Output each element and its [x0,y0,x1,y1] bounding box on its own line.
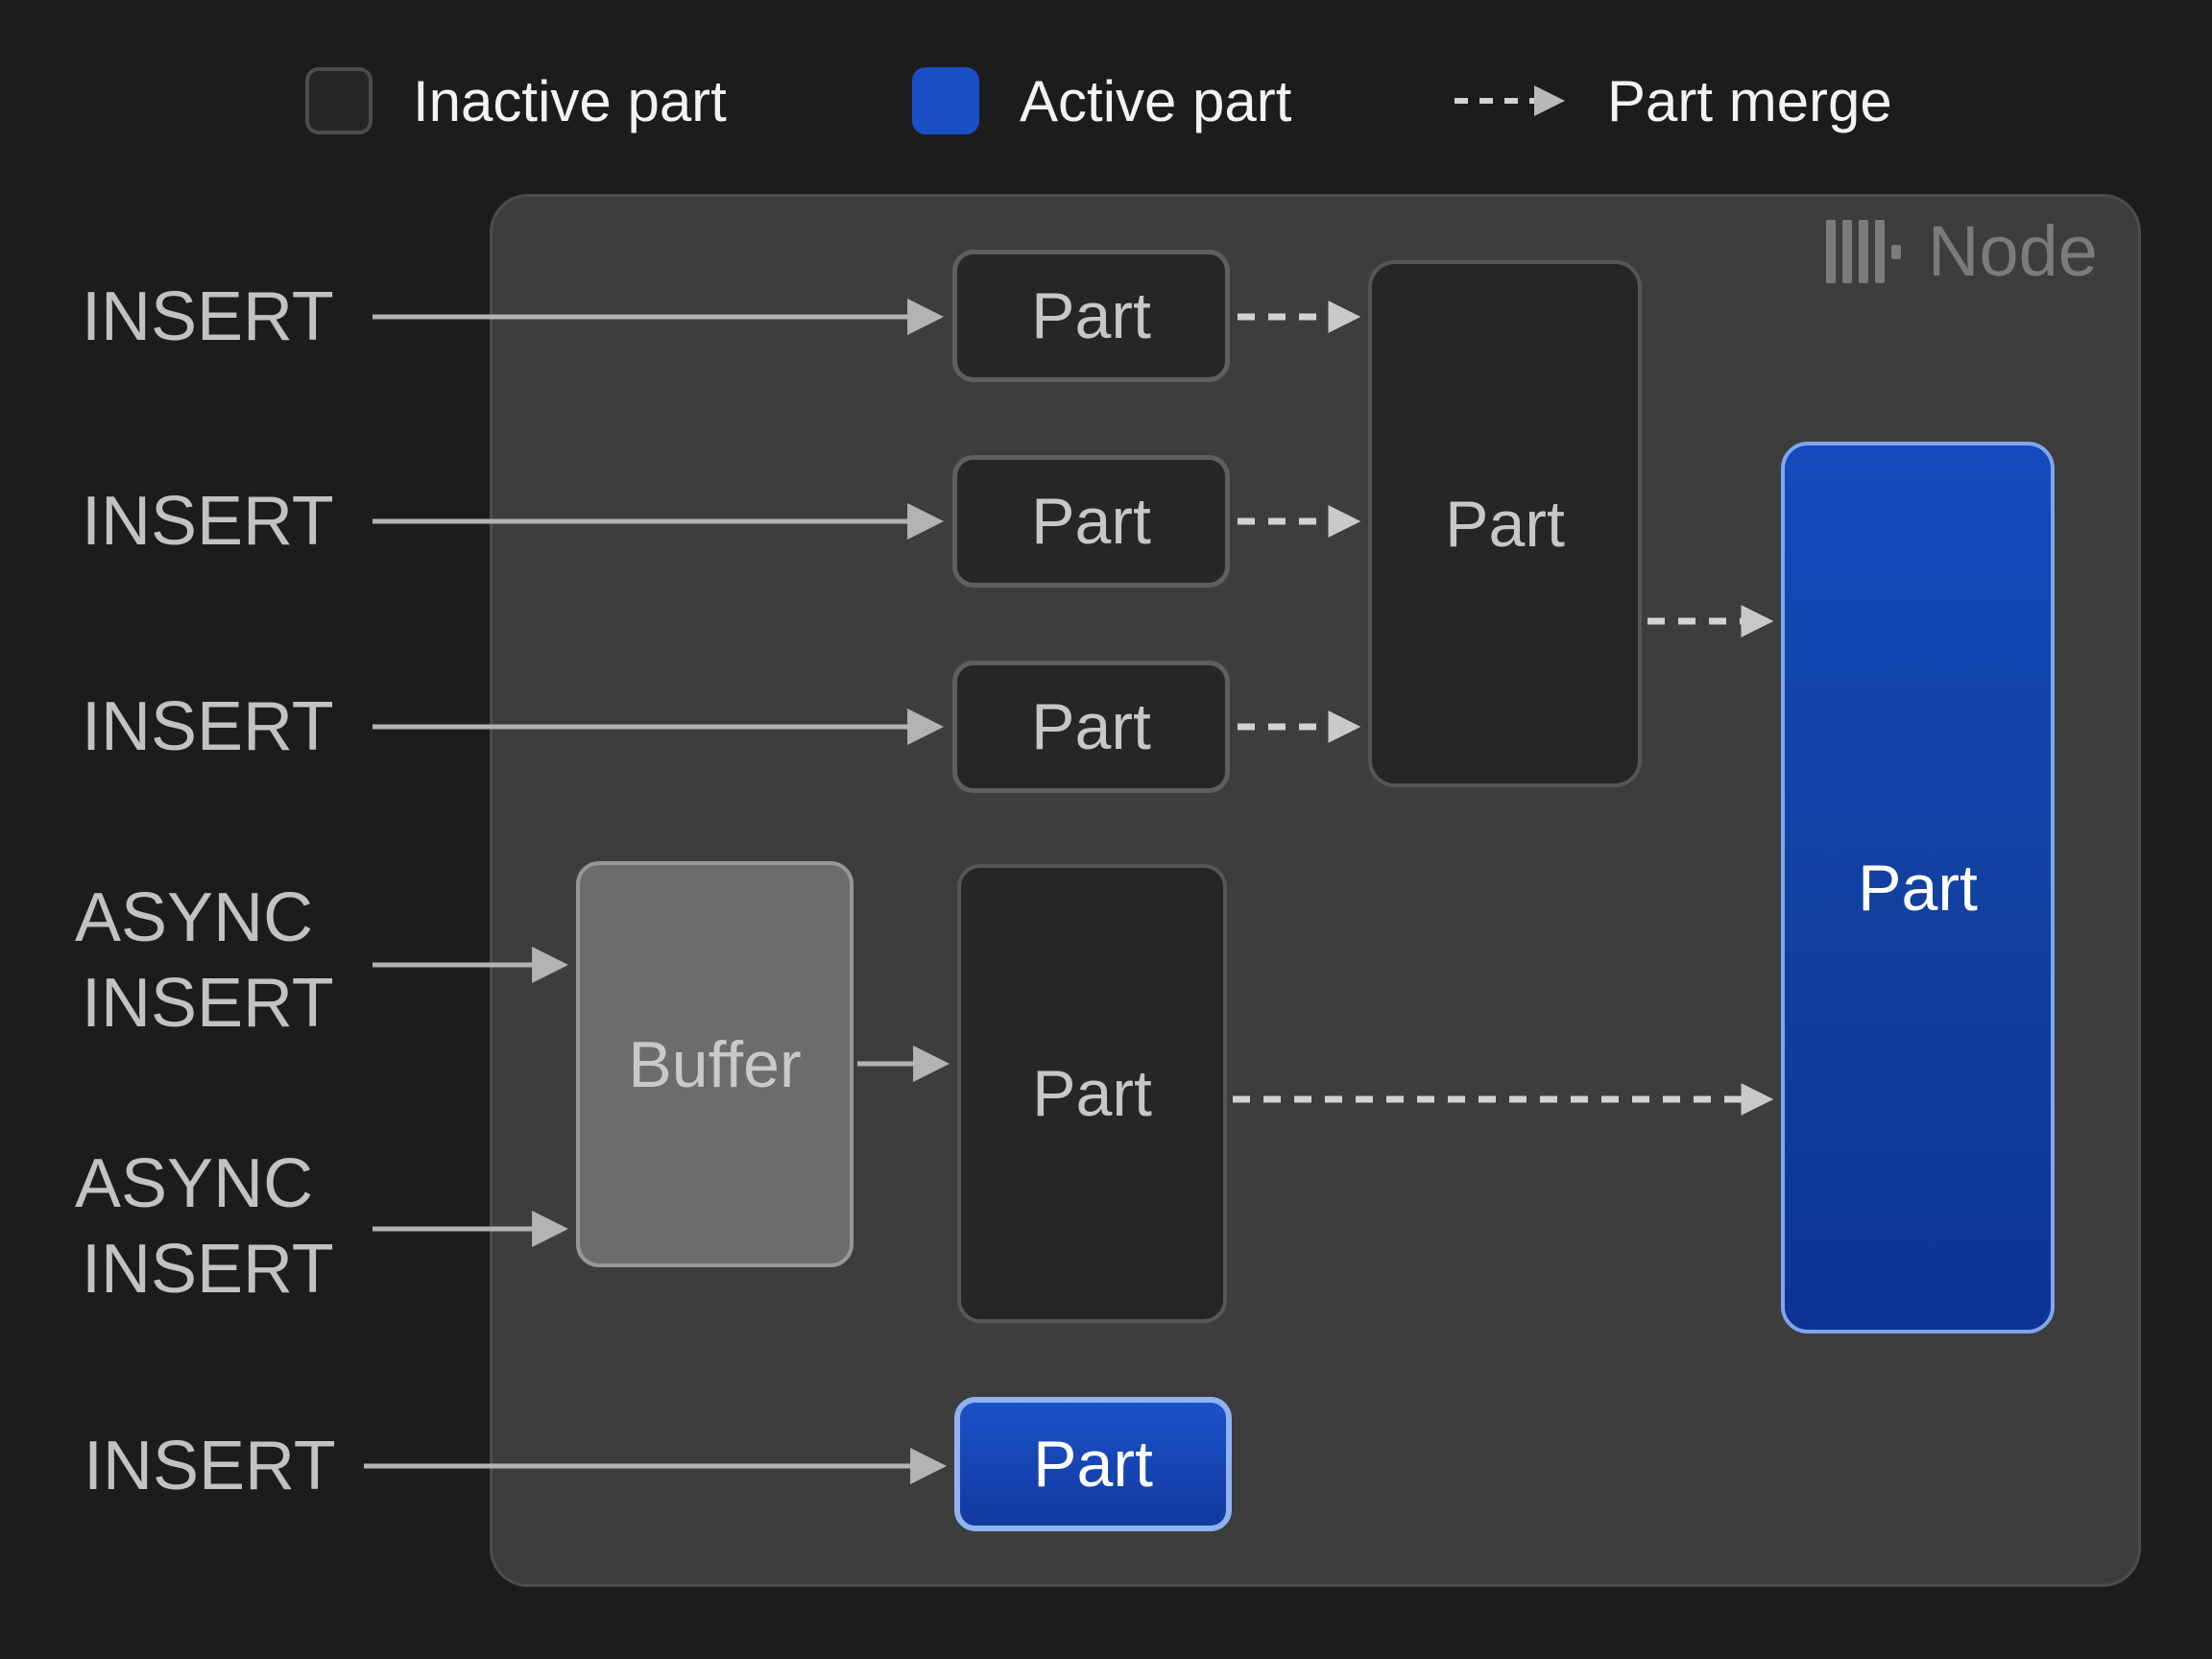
insert-label-1: INSERT [82,278,334,355]
buffered-part-box: Part [957,864,1227,1323]
async-insert-label-2-line-1: ASYNC [75,1145,314,1222]
async-insert-label-1-line-2: INSERT [82,965,334,1042]
part-box-label: Part [1858,851,1978,925]
node-title: Node [1928,211,2098,291]
legend-label-active: Active part [1020,68,1292,133]
legend-item-active: Active part [912,67,1291,134]
async-insert-label-1-line-1: ASYNC [75,879,314,956]
legend-label-merge: Part merge [1607,68,1892,133]
merged-part-box: Part [1368,260,1642,787]
part-box-label: Part [1031,485,1151,558]
inactive-part-box-1: Part [952,250,1230,382]
part-box-label: Part [1445,487,1565,561]
part-box-label: Part [1031,279,1151,352]
legend-item-merge: Part merge [1452,67,1892,134]
buffer-box-label: Buffer [628,1027,802,1101]
clickhouse-bars-icon [1826,220,1901,283]
inactive-part-swatch [305,67,373,134]
part-merge-arrow-icon [1455,85,1565,116]
part-box-label: Part [1033,1428,1153,1501]
part-box-label: Part [1032,1057,1152,1130]
insert-label-3: INSERT [82,688,334,765]
active-part-swatch [912,67,979,134]
buffer-box: Buffer [576,861,854,1267]
insert-label-4: INSERT [84,1428,336,1504]
async-insert-label-2-line-2: INSERT [82,1231,334,1308]
node-title-group: Node [1826,216,2098,287]
insert-label-2: INSERT [82,483,334,560]
inactive-part-box-3: Part [952,661,1230,793]
inactive-part-box-2: Part [952,455,1230,588]
active-part-box-large: Part [1781,442,2055,1334]
part-box-label: Part [1031,690,1151,763]
active-part-box-small: Part [954,1397,1232,1531]
legend-label-inactive: Inactive part [413,68,727,133]
legend-item-inactive: Inactive part [305,67,727,134]
